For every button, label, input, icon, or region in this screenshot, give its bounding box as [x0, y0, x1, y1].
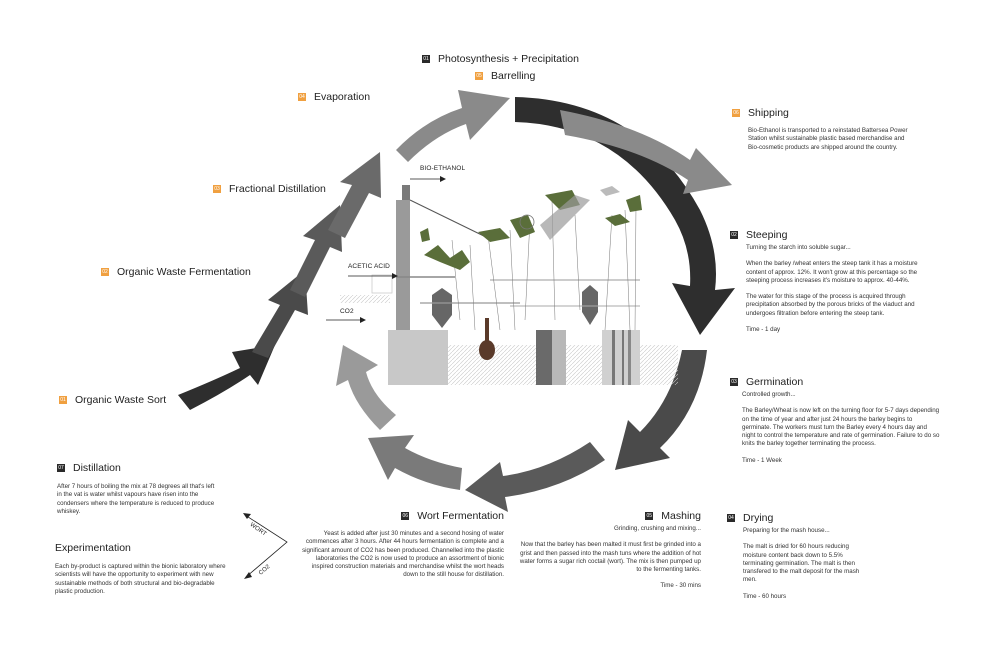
stage-wort-fermentation: 06 Wort Fermentation Yeast is added after…: [298, 510, 504, 588]
stage-title: Photosynthesis + Precipitation: [438, 53, 579, 65]
stage-title: Organic Waste Fermentation: [117, 266, 251, 278]
stage-paragraph: Yeast is added after just 30 minutes and…: [302, 530, 504, 579]
stage-title: Shipping: [748, 107, 789, 119]
stage-paragraph: The water for this stage of the process …: [746, 293, 915, 317]
stage-experimentation: Experimentation Each by-product is captu…: [55, 542, 245, 604]
acetic-acid-label: ACETIC ACID: [348, 263, 390, 270]
stage-title: Germination: [746, 376, 804, 388]
stage-title: Fractional Distillation: [229, 183, 326, 195]
stage-paragraph: The Barley/Wheat is now left on the turn…: [742, 407, 940, 448]
stage-germination: 03 Germination Controlled growth... The B…: [730, 376, 980, 473]
outer-stage-barrelling: 05 Barrelling: [475, 70, 535, 82]
stage-photosynthesis: 01 Photosynthesis + Precipitation: [422, 53, 579, 65]
stage-number-badge: 04: [727, 514, 735, 523]
stage-paragraph: After 7 hours of boiling the mix at 78 d…: [57, 483, 215, 515]
stage-time: Time - 1 day: [746, 326, 781, 334]
stage-number-badge: 07: [57, 464, 65, 473]
stage-number-badge: 01: [59, 396, 67, 405]
outer-stage-fractional-distillation: 03 Fractional Distillation: [213, 183, 326, 195]
stage-subtitle: Turning the starch into soluble sugar...: [746, 244, 851, 251]
arrow-evaporation-lower: [328, 152, 381, 238]
stage-mashing: 05 Mashing Grinding, crushing and mixing.…: [515, 510, 701, 599]
stage-steeping: 02 Steeping Turning the starch into solub…: [730, 229, 970, 342]
stage-paragraph: Now that the barley has been malted it m…: [519, 541, 701, 574]
arrow-shipping: [560, 110, 732, 194]
stage-distillation: 07 Distillation After 7 hours of boiling …: [57, 462, 237, 524]
arrow-organic-waste-fermentation: [252, 270, 308, 358]
stage-paragraph: Each by-product is captured within the b…: [55, 563, 226, 595]
stage-number-badge: 02: [730, 231, 738, 240]
stage-number-badge: 05: [645, 512, 654, 521]
stage-time: Time - 1 Week: [742, 456, 782, 464]
stage-number-badge: 06: [401, 512, 410, 521]
stage-title: Wort Fermentation: [417, 510, 504, 522]
stage-paragraph: When the barley /wheat enters the steep …: [746, 260, 918, 284]
arrow-fractional-distillation: [290, 205, 342, 297]
stage-subtitle: Preparing for the mash house...: [743, 527, 830, 534]
arrow-wort-fermentation: [336, 345, 396, 430]
arrow-drying: [465, 442, 605, 512]
bio-ethanol-label: BIO-ETHANOL: [420, 165, 466, 172]
stage-number-badge: 04: [298, 93, 306, 102]
outer-stage-shipping: 06 Shipping Bio-Ethanol is transported to…: [732, 107, 932, 152]
stage-title: Drying: [743, 512, 774, 524]
arrow-mashing: [368, 435, 462, 490]
stage-number-badge: 03: [730, 378, 738, 387]
outer-stage-evaporation: 04 Evaporation: [298, 91, 370, 103]
distillery-illustration: [340, 185, 678, 385]
stage-title: Barrelling: [491, 70, 536, 82]
stage-number-badge: 02: [101, 268, 109, 277]
stage-time: Time - 30 mins: [660, 582, 701, 590]
flow-arrows: [243, 176, 446, 579]
stage-subtitle: Grinding, crushing and mixing...: [613, 525, 701, 532]
stage-subtitle: Controlled growth...: [742, 391, 796, 398]
stage-title: Experimentation: [55, 542, 131, 554]
stage-time: Time - 60 hours: [743, 592, 787, 600]
stage-drying: 04 Drying Preparing for the mash house...…: [727, 512, 927, 609]
arrow-organic-waste-sort: [178, 345, 275, 410]
stage-number-badge: 01: [422, 55, 430, 64]
outer-stage-organic-waste-sort: 01 Organic Waste Sort: [59, 394, 166, 406]
stage-number-badge: 05: [475, 72, 483, 81]
arrow-evaporation: [396, 90, 510, 162]
arrow-germination: [615, 350, 707, 470]
co2-label: CO2: [340, 308, 354, 315]
stage-title: Evaporation: [314, 91, 371, 103]
stage-title: Mashing: [661, 510, 701, 522]
stage-title: Distillation: [73, 462, 121, 474]
outer-stage-organic-waste-fermentation: 02 Organic Waste Fermentation: [101, 266, 251, 278]
stage-title: Steeping: [746, 229, 788, 241]
outer-cycle-arrows: [178, 90, 510, 410]
stage-number-badge: 03: [213, 185, 221, 194]
stage-title: Organic Waste Sort: [75, 394, 167, 406]
stage-number-badge: 06: [732, 109, 740, 118]
stage-paragraph: The malt is dried for 60 hours reducing …: [743, 543, 860, 584]
stage-description: Bio-Ethanol is transported to a reinstat…: [748, 127, 908, 151]
